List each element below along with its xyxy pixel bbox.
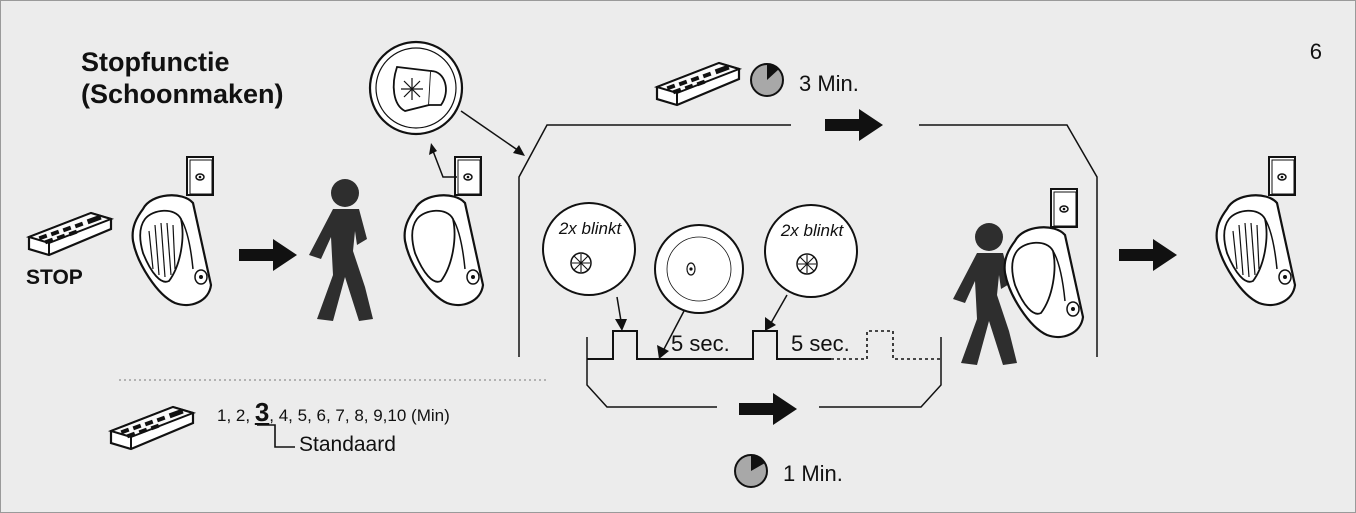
default-option: 3 — [254, 397, 270, 427]
stop-label: STOP — [26, 266, 83, 289]
arrow-right-icon — [825, 109, 883, 141]
indicator-circle-middle — [654, 224, 744, 314]
person-icon — [953, 223, 1017, 365]
clock-icon — [734, 454, 768, 488]
page-subtitle: (Schoonmaken) — [81, 79, 284, 109]
wall-sensor-icon — [186, 156, 214, 196]
duration-bracket — [586, 337, 717, 408]
default-marker-line — [257, 424, 295, 448]
wall-sensor-icon — [1050, 188, 1078, 228]
frame — [518, 124, 791, 357]
urinal-icon — [403, 194, 485, 307]
remote-control-icon — [109, 405, 195, 451]
bottom-duration-label: 1 Min. — [783, 461, 843, 486]
options-suffix: , 4, 5, 6, 7, 8, 9,10 (Min) — [269, 406, 450, 425]
indicator-circle-left — [542, 202, 636, 296]
arrow-right-icon — [739, 393, 797, 425]
interval-label-1: 5 sec. — [671, 331, 730, 356]
urinal-icon — [1003, 226, 1085, 339]
options-prefix: 1, 2, — [217, 406, 255, 425]
clock-icon — [750, 63, 784, 97]
person-icon — [309, 179, 373, 321]
wall-sensor-icon — [1268, 156, 1296, 196]
default-label: Standaard — [299, 433, 396, 456]
blink-label-right: 2x blinkt — [780, 221, 844, 240]
interval-label-2: 5 sec. — [791, 331, 850, 356]
minute-options: 1, 2, 3, 4, 5, 6, 7, 8, 9,10 (Min) — [217, 397, 450, 428]
pulse-signal — [587, 330, 831, 360]
indicator-circle-right — [764, 204, 858, 298]
arrow-right-icon — [239, 239, 297, 271]
wall-sensor-icon — [454, 156, 482, 196]
blink-label-left: 2x blinkt — [558, 219, 622, 238]
urinal-icon — [1215, 194, 1297, 307]
sensor-led-icon — [401, 78, 423, 100]
remote-control-icon — [27, 211, 113, 257]
arrow-right-icon — [1119, 239, 1177, 271]
top-duration-label: 3 Min. — [799, 71, 859, 96]
remote-control-icon — [655, 61, 741, 107]
page-number: 6 — [1309, 39, 1322, 64]
urinal-icon — [131, 194, 213, 307]
page-title: Stopfunctie — [81, 47, 230, 77]
